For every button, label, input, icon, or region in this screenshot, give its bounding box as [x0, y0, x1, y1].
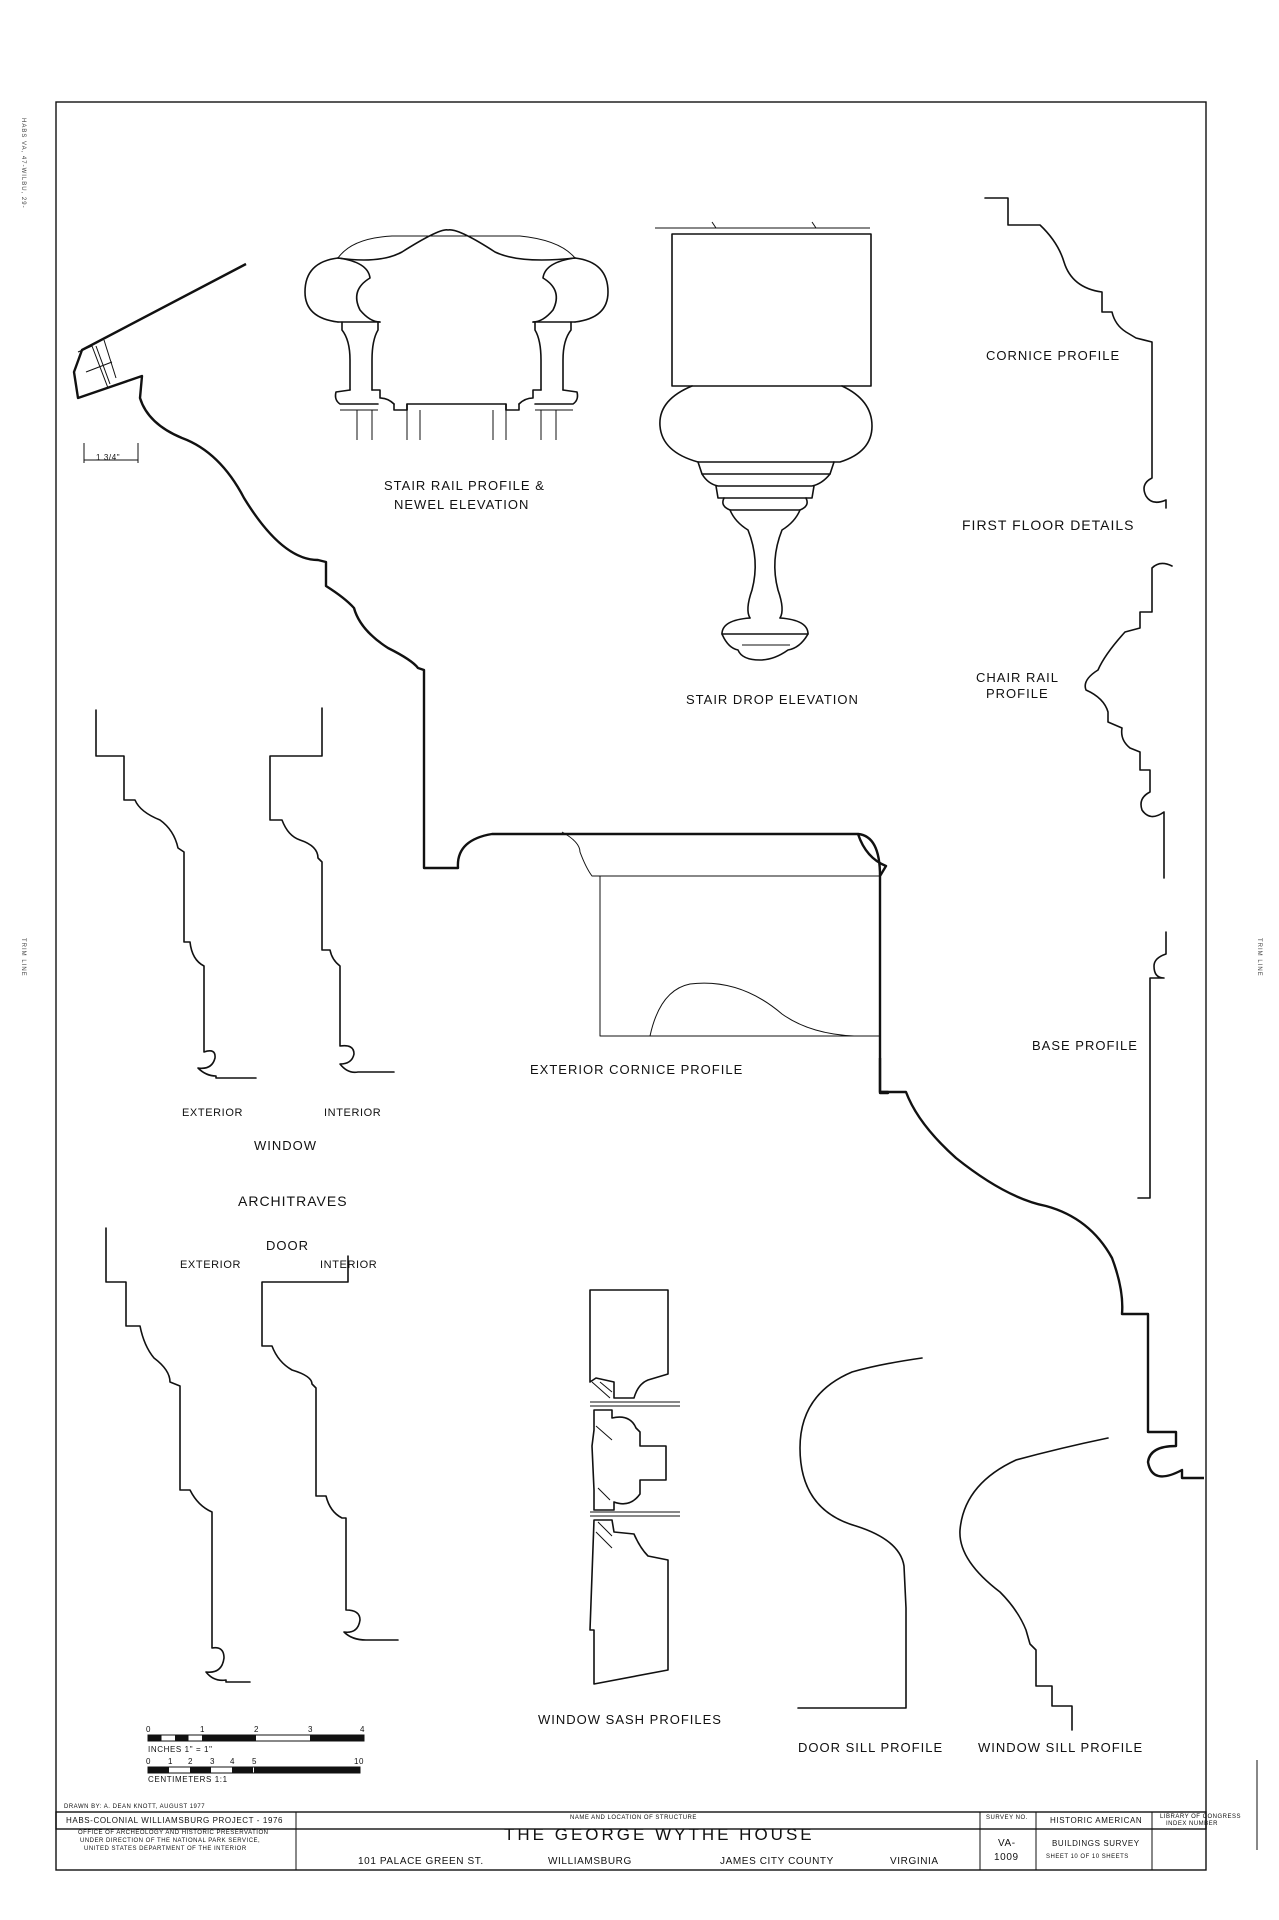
architraves-label: ARCHITRAVES — [238, 1193, 348, 1209]
stair-drop-elevation — [655, 221, 873, 661]
survey-caption: SURVEY NO. — [986, 1815, 1028, 1821]
dimension-label: 1 3/4" — [96, 453, 120, 462]
habs-line-1: HISTORIC AMERICAN — [1050, 1816, 1142, 1825]
window-sash-label: WINDOW SASH PROFILES — [538, 1712, 722, 1727]
cm-tick-4: 4 — [230, 1757, 235, 1766]
chair-rail-profile — [1084, 562, 1173, 879]
dimension-marker: 1 3/4" — [83, 443, 139, 463]
door-exterior-label: EXTERIOR — [180, 1259, 241, 1271]
loc-line-1: LIBRARY OF CONGRESS — [1160, 1814, 1241, 1820]
inch-tick-4: 4 — [360, 1725, 365, 1734]
first-floor-details-label: FIRST FLOOR DETAILS — [962, 517, 1135, 533]
name-caption: NAME AND LOCATION OF STRUCTURE — [570, 1815, 697, 1821]
stair-rail-profile — [304, 229, 609, 440]
chair-rail-label-1: CHAIR RAIL — [976, 670, 1059, 685]
window-exterior-label: EXTERIOR — [182, 1107, 243, 1119]
inch-tick-0: 0 — [146, 1725, 151, 1734]
inch-tick-2: 2 — [254, 1725, 259, 1734]
stair-rail-label-1: STAIR RAIL PROFILE & — [384, 478, 545, 493]
door-label: DOOR — [266, 1238, 309, 1253]
cm-scale-label: CENTIMETERS 1:1 — [148, 1775, 228, 1784]
window-sill-profile — [959, 1437, 1109, 1731]
stair-drop-label: STAIR DROP ELEVATION — [686, 692, 859, 707]
exterior-cornice-profile — [72, 262, 1204, 1480]
chair-rail-label-2: PROFILE — [986, 686, 1049, 701]
left-trim-line: TRIM LINE — [20, 938, 26, 977]
stair-rail-label-2: NEWEL ELEVATION — [394, 497, 529, 512]
door-architrave-interior — [261, 1255, 399, 1641]
door-sill-profile — [797, 1357, 923, 1709]
project-name: HABS-COLONIAL WILLIAMSBURG PROJECT - 197… — [66, 1816, 283, 1825]
loc-line-2: INDEX NUMBER — [1166, 1821, 1218, 1827]
scale-bar: 0 1 2 3 4 INCHES 1" = 1" 0 1 2 3 4 5 10 … — [146, 1725, 365, 1784]
exterior-cornice-label: EXTERIOR CORNICE PROFILE — [530, 1062, 743, 1077]
door-sill-label: DOOR SILL PROFILE — [798, 1740, 943, 1755]
base-profile — [1137, 931, 1167, 1199]
window-sash-profiles — [589, 1289, 680, 1685]
cm-tick-1: 1 — [168, 1757, 173, 1766]
cm-tick-5: 5 — [252, 1757, 257, 1766]
window-architrave-interior — [269, 707, 395, 1074]
title-block: DRAWN BY: A. DEAN KNOTT, AUGUST 1977 HAB… — [56, 1804, 1241, 1829]
cm-tick-2: 2 — [188, 1757, 193, 1766]
left-margin-code: HABS VA, 47-WILBU, 29- — [20, 118, 26, 209]
cm-tick-0: 0 — [146, 1757, 151, 1766]
door-interior-label: INTERIOR — [320, 1259, 377, 1271]
right-trim-line: TRIM LINE — [1256, 938, 1262, 977]
window-interior-label: INTERIOR — [324, 1107, 381, 1119]
inch-tick-3: 3 — [308, 1725, 313, 1734]
cm-tick-3: 3 — [210, 1757, 215, 1766]
drawn-by: DRAWN BY: A. DEAN KNOTT, AUGUST 1977 — [64, 1804, 205, 1810]
window-sill-label: WINDOW SILL PROFILE — [978, 1740, 1143, 1755]
inch-scale-label: INCHES 1" = 1" — [148, 1745, 213, 1754]
cm-tick-10: 10 — [354, 1757, 364, 1766]
door-architrave-exterior — [105, 1227, 251, 1683]
cornice-profile-label: CORNICE PROFILE — [986, 348, 1120, 363]
inch-tick-1: 1 — [200, 1725, 205, 1734]
base-profile-label: BASE PROFILE — [1032, 1038, 1138, 1053]
cornice-profile — [984, 197, 1167, 509]
window-architrave-exterior — [95, 709, 257, 1079]
window-label: WINDOW — [254, 1138, 317, 1153]
